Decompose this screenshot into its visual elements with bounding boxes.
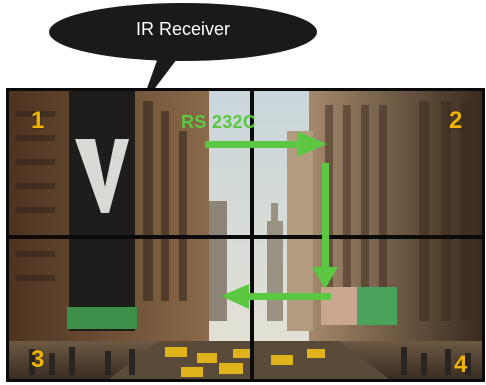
screen-number-4: 4 bbox=[454, 351, 468, 378]
rs232c-signal-arrows bbox=[205, 131, 338, 309]
arrow-screen1-to-screen2-shaft bbox=[205, 141, 299, 148]
arrow-screen1-to-screen2-head bbox=[297, 131, 327, 157]
arrow-screen2-down-head bbox=[312, 267, 338, 289]
arrow-to-screen3-head bbox=[221, 284, 249, 309]
callout-balloon bbox=[49, 3, 317, 61]
arrow-to-screen3-shaft bbox=[247, 293, 331, 300]
bezel-horizontal bbox=[9, 235, 482, 239]
rs232c-label: RS 232C bbox=[181, 112, 257, 132]
screen-number-1: 1 bbox=[31, 107, 45, 134]
ir-receiver-label: IR Receiver bbox=[135, 19, 231, 39]
screen-number-2: 2 bbox=[449, 107, 463, 134]
screen-number-3: 3 bbox=[31, 346, 45, 373]
video-wall: RS 232C 1 2 3 4 bbox=[6, 88, 485, 382]
arrow-screen2-down-shaft bbox=[322, 163, 329, 269]
